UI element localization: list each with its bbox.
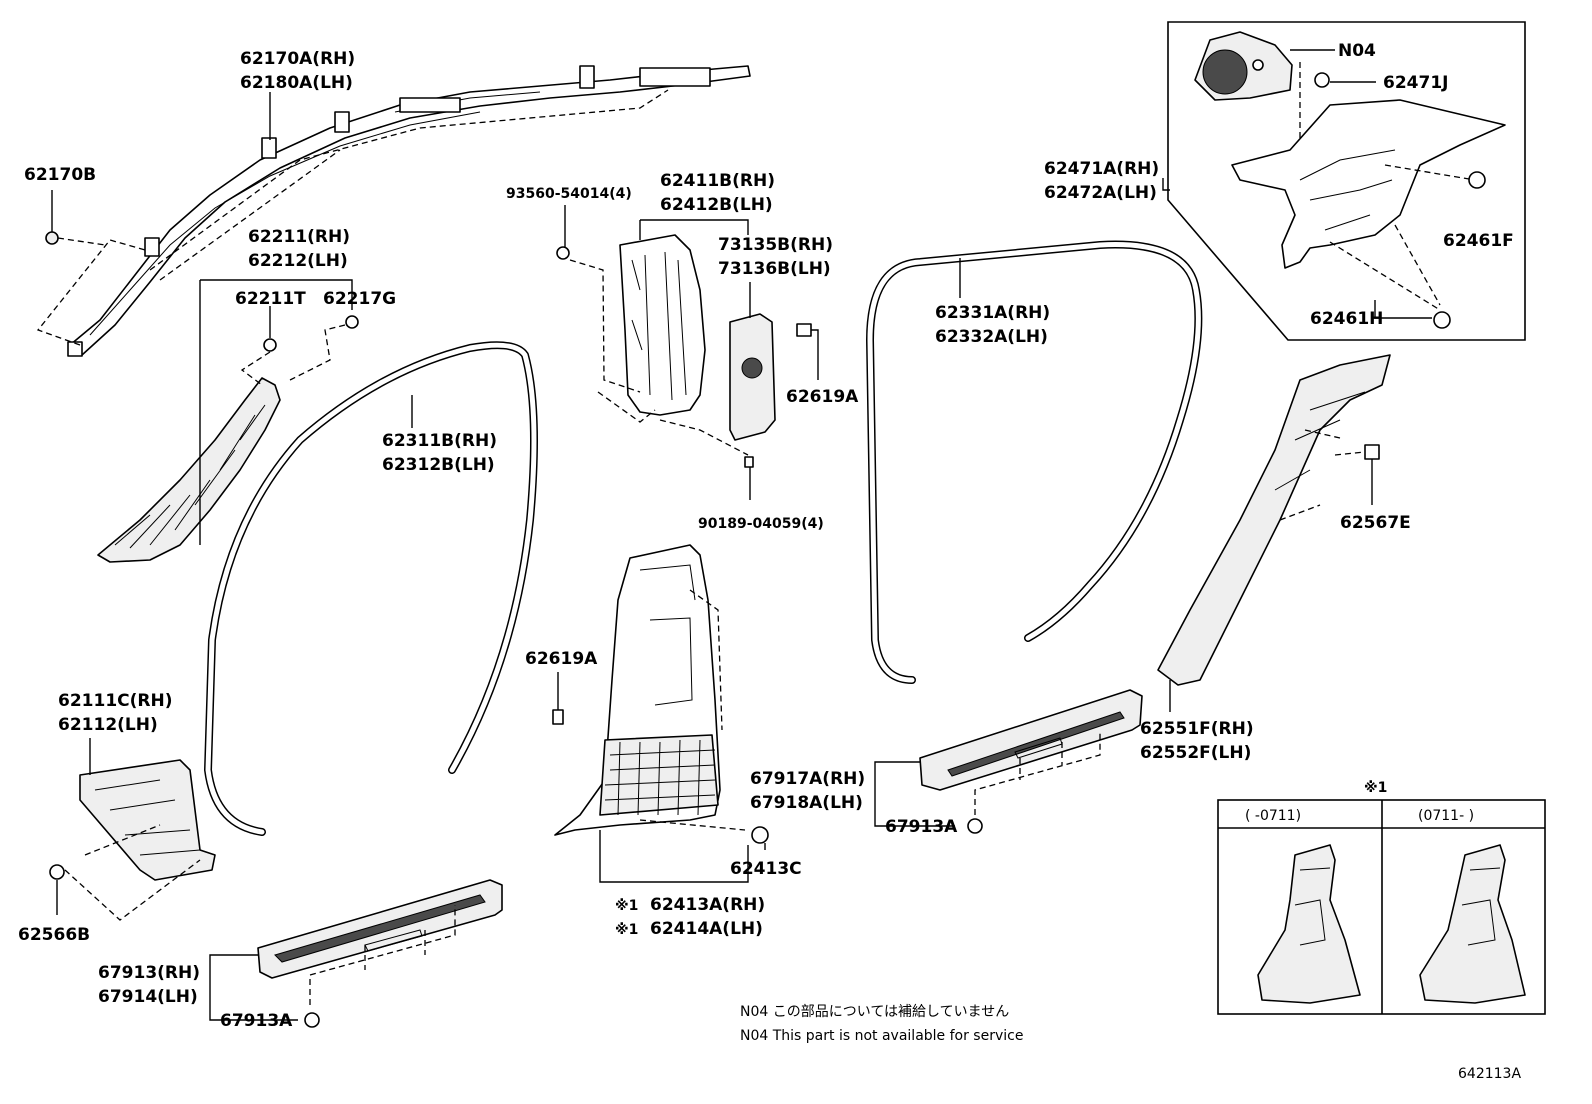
diagram-reference-code: 642113A [1458, 1066, 1521, 1082]
label-62566b: 62566B [18, 925, 90, 945]
label-mark-1: ※1 [615, 898, 638, 914]
label-62471a: 62471A(RH) [1044, 159, 1159, 179]
label-62170b: 62170B [24, 165, 96, 185]
label-62413c: 62413C [730, 859, 802, 879]
label-67914: 67914(LH) [98, 987, 198, 1007]
label-67913a-left: 67913A [220, 1011, 293, 1031]
label-62170a: 62170A(RH) [240, 49, 355, 69]
front-door-weatherstrip [204, 341, 538, 836]
label-62619a-mid: 62619A [525, 649, 598, 669]
label-62111c: 62111C(RH) [58, 691, 172, 711]
cowl-side-trim [49, 738, 216, 921]
label-inset-right: (0711- ) [1418, 808, 1474, 824]
label-62552f: 62552F(LH) [1140, 743, 1251, 763]
label-62332a: 62332A(LH) [935, 327, 1048, 347]
label-62180a: 62180A(LH) [240, 73, 353, 93]
label-inset-mark: ※1 [1364, 780, 1387, 796]
curtain-airbag-assembly [36, 65, 751, 357]
label-62471j: 62471J [1383, 73, 1448, 93]
label-62567e: 62567E [1340, 513, 1411, 533]
quarter-trim-inset [1162, 21, 1526, 341]
label-73135b: 73135B(RH) [718, 235, 833, 255]
rear-pillar-garnish [1157, 354, 1391, 712]
label-62112: 62112(LH) [58, 715, 158, 735]
label-62461f: 62461F [1443, 231, 1514, 251]
screw-90189 [744, 456, 754, 500]
label-67918a: 67918A(LH) [750, 793, 863, 813]
label-90189: 90189-04059(4) [698, 516, 824, 532]
label-62412b: 62412B(LH) [660, 195, 773, 215]
variant-table [1217, 799, 1546, 1015]
label-73136b: 73136B(LH) [718, 259, 831, 279]
label-62414a: 62414A(LH) [650, 919, 763, 939]
label-62411b: 62411B(RH) [660, 171, 775, 191]
label-67913a-right: 67913A [885, 817, 958, 837]
label-62413a: 62413A(RH) [650, 895, 765, 915]
label-62331a: 62331A(RH) [935, 303, 1050, 323]
pillar-cover-73135b [729, 282, 776, 441]
label-62619a-top: 62619A [786, 387, 859, 407]
label-62312b: 62312B(LH) [382, 455, 495, 475]
rear-scuff-plate [874, 689, 1143, 834]
label-n04: N04 [1338, 41, 1376, 61]
label-67917a: 67917A(RH) [750, 769, 865, 789]
clip-62619a-top [796, 323, 819, 380]
label-93560: 93560-54014(4) [506, 186, 632, 202]
label-62472a: 62472A(LH) [1044, 183, 1157, 203]
label-62212: 62212(LH) [248, 251, 348, 271]
label-62461h: 62461H [1310, 309, 1383, 329]
label-62311b: 62311B(RH) [382, 431, 497, 451]
label-mark-2: ※1 [615, 922, 638, 938]
label-67913: 67913(RH) [98, 963, 200, 983]
rear-door-weatherstrip [866, 240, 1203, 684]
front-pillar-garnish [97, 315, 359, 563]
label-inset-left: ( -0711) [1245, 808, 1301, 824]
note-japanese: N04 この部品については補給していません [740, 1004, 1009, 1020]
note-english: N04 This part is not available for servi… [740, 1028, 1023, 1044]
leader-lines [199, 92, 1432, 545]
label-62551f: 62551F(RH) [1140, 719, 1254, 739]
label-62217g: 62217G [323, 289, 396, 309]
label-62211: 62211(RH) [248, 227, 350, 247]
center-pillar-lower-garnish [552, 544, 769, 883]
label-62211t: 62211T [235, 289, 306, 309]
front-scuff-plate [209, 879, 503, 1028]
center-pillar-upper-garnish [556, 234, 749, 456]
part-labels: 62170A(RH) 62180A(LH) 62170B 62211(RH) 6… [18, 41, 1521, 1082]
clip-62170b [45, 190, 106, 246]
